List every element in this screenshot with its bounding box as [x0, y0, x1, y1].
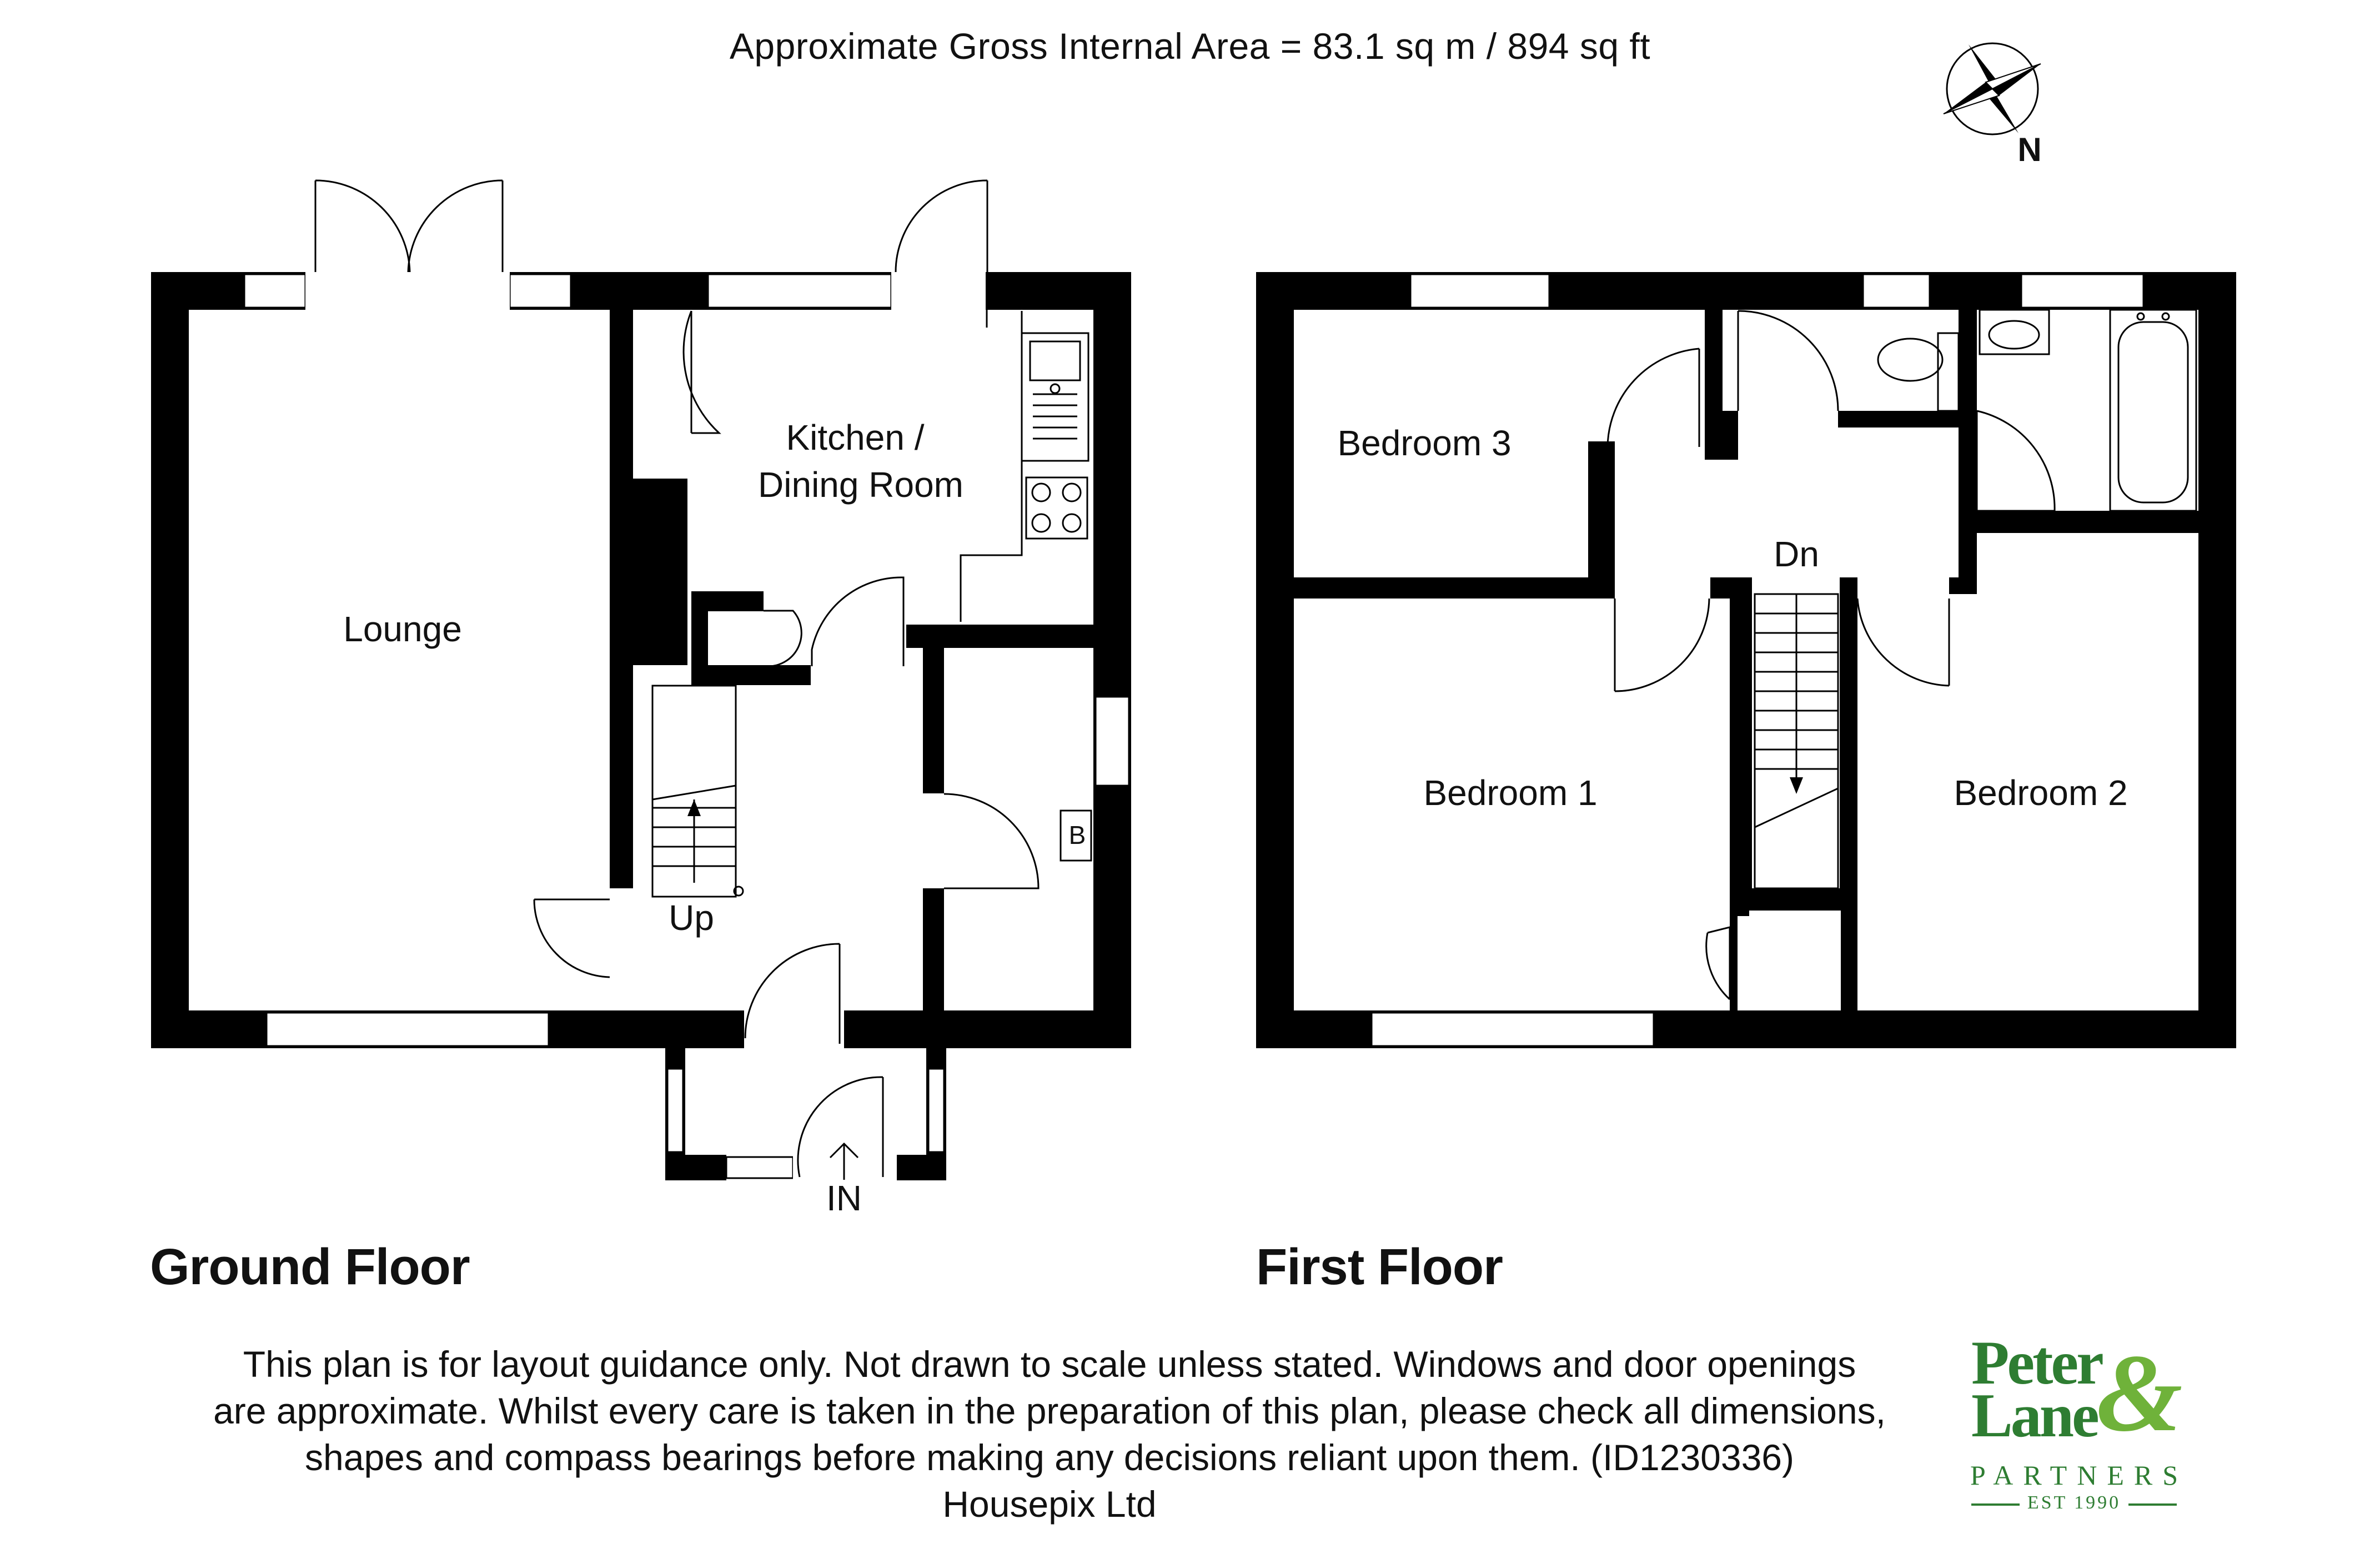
room-label-bedroom1: Bedroom 1	[1423, 773, 1597, 813]
stairs-up-label: Up	[669, 898, 714, 938]
logo-established: EST 1990	[1971, 1492, 2177, 1513]
bathroom-fittings	[1877, 309, 2197, 512]
first-floor-title: First Floor	[1256, 1239, 1503, 1295]
first-floor-stairs	[1754, 593, 1839, 889]
room-label-kitchen-line2: Dining Room	[758, 465, 963, 505]
first-floor-walls	[1256, 272, 2236, 1048]
stairs-down-label: Dn	[1774, 534, 1819, 574]
logo-partners: PARTNERS	[1970, 1460, 2188, 1491]
logo-name-line1: Peter	[1971, 1329, 2104, 1397]
disclaimer-line: shapes and compass bearings before makin…	[305, 1437, 1794, 1478]
room-label-lounge: Lounge	[343, 609, 462, 649]
ground-floor-doors	[314, 179, 1040, 1178]
ground-floor-windows	[243, 273, 1130, 1179]
logo-est-text: EST 1990	[2019, 1492, 2129, 1513]
disclaimer-line: This plan is for layout guidance only. N…	[243, 1344, 1856, 1385]
ground-floor-stairs	[651, 685, 744, 898]
first-floor-doors	[1606, 310, 2056, 1000]
compass-rose-icon	[1943, 42, 2041, 135]
logo-name-line2: Lane	[1971, 1381, 2100, 1450]
room-label-bedroom3: Bedroom 3	[1337, 423, 1511, 463]
compass-north-label: N	[2017, 131, 2041, 168]
gross-internal-area: Approximate Gross Internal Area = 83.1 s…	[729, 26, 1651, 67]
entrance-arrow	[829, 1142, 859, 1180]
room-label-kitchen-line1: Kitchen /	[786, 418, 924, 457]
room-label-bedroom2: Bedroom 2	[1954, 773, 2127, 813]
kitchen-units	[960, 310, 1092, 862]
disclaimer: This plan is for layout guidance only. N…	[211, 1341, 1888, 1527]
boiler-label: B	[1069, 821, 1086, 849]
ground-floor-title: Ground Floor	[150, 1239, 470, 1295]
disclaimer-line: are approximate. Whilst every care is ta…	[213, 1390, 1886, 1431]
agency-logo: Peter Lane & PARTNERS EST 1990	[1955, 1329, 2188, 1518]
first-floor-windows	[1370, 273, 2145, 1047]
disclaimer-credit: Housepix Ltd	[942, 1483, 1157, 1525]
logo-ampersand: &	[2096, 1332, 2183, 1455]
entrance-label: IN	[826, 1178, 862, 1218]
